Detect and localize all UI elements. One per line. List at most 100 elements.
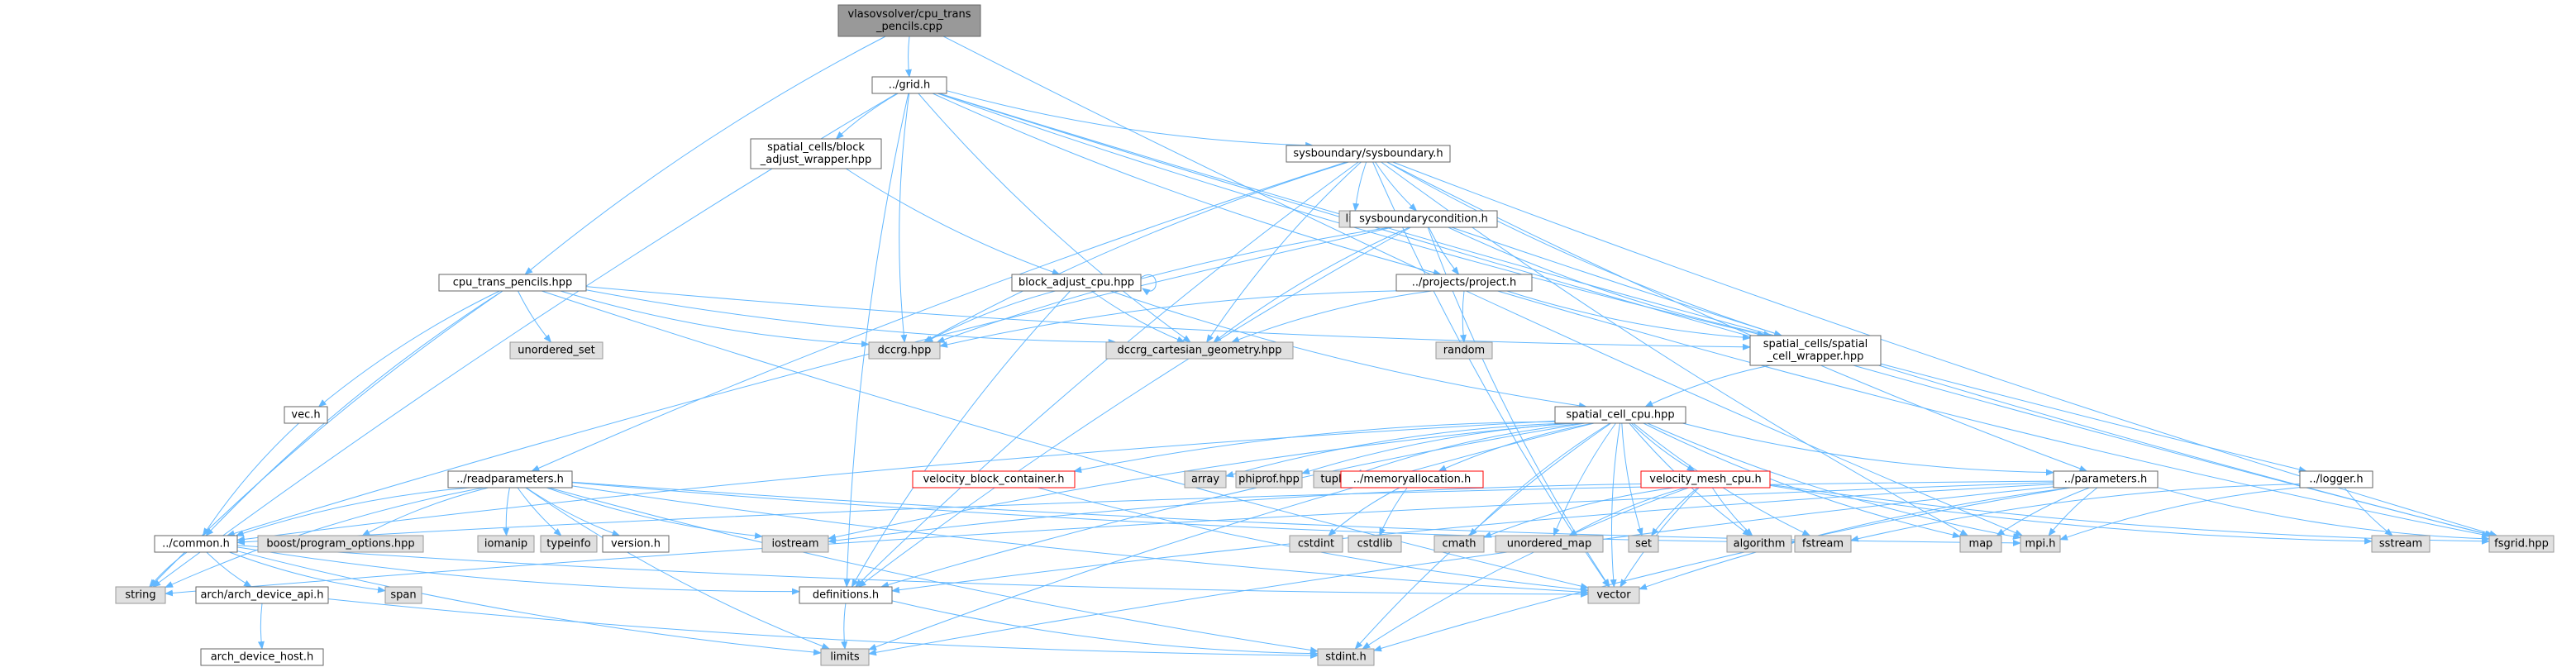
- edge-spatial_cell_cpu-to-limits: [868, 422, 1595, 651]
- node-logger[interactable]: ../logger.h: [2299, 470, 2373, 489]
- edge-readparameters-to-common: [235, 487, 470, 536]
- node-velocity-mesh-cpu[interactable]: velocity_mesh_cpu.h: [1640, 470, 1771, 489]
- edge-spatial_cell_cpu-to-parameters: [1682, 422, 2054, 476]
- node-parameters[interactable]: ../parameters.h: [2053, 470, 2159, 489]
- node-memoryallocation[interactable]: ../memoryallocation.h: [1340, 470, 1484, 489]
- edge-spatial_cell_cpu-to-mpi: [1647, 422, 2021, 540]
- edge-readparameters-to-iomanip: [503, 487, 510, 536]
- node-box: [384, 586, 422, 604]
- node-box: [477, 535, 535, 553]
- edge-spatial_cell_cpu-to-velocity_block_container: [1073, 421, 1556, 474]
- node-box: [1348, 535, 1402, 553]
- node-box: [1435, 341, 1493, 360]
- node-common[interactable]: ../common.h: [154, 535, 238, 553]
- node-block-adjust-wrapper[interactable]: spatial_cells/block_adjust_wrapper.hpp: [750, 138, 882, 169]
- node-label: vlasovsolver/cpu_trans: [847, 8, 971, 21]
- node-block-adjust-cpu[interactable]: block_adjust_cpu.hpp: [1011, 274, 1142, 292]
- node-label: _pencils.cpp: [875, 21, 942, 33]
- node-box: [284, 406, 328, 424]
- edge-sysboundary-to-sysboundarycondition: [1375, 161, 1418, 212]
- node-velocity-block-container[interactable]: velocity_block_container.h: [912, 470, 1076, 489]
- node-label: algorithm: [1734, 538, 1786, 550]
- edge-parameters-to-mpi: [2048, 487, 2098, 536]
- node-phiprof: phiprof.hpp: [1235, 470, 1303, 489]
- node-definitions[interactable]: definitions.h: [799, 586, 893, 604]
- edge-readparameters-to-typeinfo: [517, 487, 562, 536]
- edge-arch_device_api-to-arch_device_host: [257, 603, 265, 650]
- node-box: [257, 535, 424, 553]
- node-typeinfo: typeinfo: [540, 535, 598, 553]
- node-limits: limits: [820, 648, 870, 666]
- node-label: iostream: [771, 538, 818, 550]
- node-cpu-trans-pencils[interactable]: cpu_trans_pencils.hpp: [438, 274, 587, 292]
- node-label: velocity_mesh_cpu.h: [1649, 474, 1762, 486]
- node-label: unordered_map: [1507, 538, 1592, 550]
- node-box: [1235, 470, 1303, 489]
- node-label: _adjust_wrapper.hpp: [760, 154, 871, 166]
- node-sysboundarycondition[interactable]: sysboundarycondition.h: [1349, 210, 1498, 228]
- node-box: [2371, 535, 2431, 553]
- edge-velocity_mesh_cpu-to-vector: [1620, 487, 1700, 588]
- edge-block_adjust_cpu-to-dccrg_cart: [1090, 290, 1185, 343]
- node-box: [602, 535, 670, 553]
- node-label: spatial_cells/block: [767, 141, 865, 154]
- node-unordered-set: unordered_set: [509, 341, 603, 360]
- node-array: array: [1184, 470, 1227, 489]
- edge-velocity_mesh_cpu-to-algorithm: [1711, 487, 1753, 536]
- edge-spatial_cell_cpu-to-set: [1621, 422, 1643, 536]
- node-version[interactable]: version.h: [602, 535, 670, 553]
- node-label: velocity_block_container.h: [923, 474, 1064, 486]
- node-label: sysboundarycondition.h: [1359, 213, 1488, 226]
- node-box: [820, 648, 870, 666]
- edge-parameters-to-common: [236, 480, 2054, 546]
- node-label: limits: [830, 651, 860, 664]
- node-label: set: [1635, 538, 1652, 550]
- node-project[interactable]: ../projects/project.h: [1395, 274, 1533, 292]
- node-label: version.h: [611, 538, 661, 550]
- edge-parameters-to-vector: [1639, 487, 2071, 590]
- node-vec[interactable]: vec.h: [284, 406, 328, 424]
- edge-sysboundarycondition-to-common: [226, 226, 1393, 537]
- node-box: [2053, 470, 2159, 489]
- edge-sysboundarycondition-to-dccrg_cart: [1213, 226, 1410, 343]
- node-box: [1959, 535, 2002, 553]
- node-grid[interactable]: ../grid.h: [871, 76, 947, 94]
- edge-grid-to-fsgrid: [937, 93, 2493, 537]
- edge-velocity_mesh_cpu-to-set: [1650, 487, 1698, 536]
- node-label: ../projects/project.h: [1412, 277, 1516, 289]
- node-label: arch/arch_device_api.h: [200, 589, 323, 602]
- node-label: fsgrid.hpp: [2494, 538, 2549, 550]
- edge-grid-to-dccrg_cart: [918, 93, 1191, 343]
- node-root[interactable]: vlasovsolver/cpu_trans_pencils.cpp: [837, 4, 981, 37]
- node-random: random: [1435, 341, 1493, 360]
- edge-readparameters-to-vector: [571, 485, 1589, 596]
- node-label: _cell_wrapper.hpp: [1767, 350, 1864, 363]
- edge-velocity_mesh_cpu-to-cmath: [1483, 487, 1674, 538]
- node-label: string: [125, 589, 155, 602]
- edge-grid-to-block_adjust_wrapper: [835, 93, 899, 140]
- node-mpi: mpi.h: [2020, 535, 2061, 553]
- node-label: span: [390, 589, 416, 602]
- node-sysboundary[interactable]: sysboundary/sysboundary.h: [1286, 145, 1451, 163]
- edge-block_adjust_cpu-to-block_adjust_cpu: [1140, 274, 1157, 296]
- node-box: [1726, 535, 1792, 553]
- node-spatial-cell-wrapper[interactable]: spatial_cells/spatial_cell_wrapper.hpp: [1749, 335, 1882, 366]
- node-box: [799, 586, 893, 604]
- node-box: [1011, 274, 1142, 292]
- node-box: [1105, 341, 1294, 360]
- node-arch-device-host[interactable]: arch_device_host.h: [200, 648, 324, 666]
- node-spatial-cell-cpu[interactable]: spatial_cell_cpu.hpp: [1554, 406, 1686, 424]
- node-box: [447, 470, 573, 489]
- node-label: mpi.h: [2025, 538, 2056, 550]
- node-label: sstream: [2379, 538, 2422, 550]
- node-box: [837, 4, 981, 37]
- edge-block_adjust_cpu-to-dccrg: [924, 290, 1056, 343]
- node-dccrg-cart: dccrg_cartesian_geometry.hpp: [1105, 341, 1294, 360]
- edge-cpu_trans_pencils-to-spatial_cell_wrapper: [585, 286, 1751, 350]
- edge-parameters-to-definitions: [891, 484, 2054, 593]
- node-readparameters[interactable]: ../readparameters.h: [447, 470, 573, 489]
- node-box: [200, 648, 324, 666]
- node-arch-device-api[interactable]: arch/arch_device_api.h: [195, 586, 329, 604]
- edge-cpu_trans_pencils-to-dccrg_cart: [585, 289, 1117, 346]
- node-algorithm: algorithm: [1726, 535, 1792, 553]
